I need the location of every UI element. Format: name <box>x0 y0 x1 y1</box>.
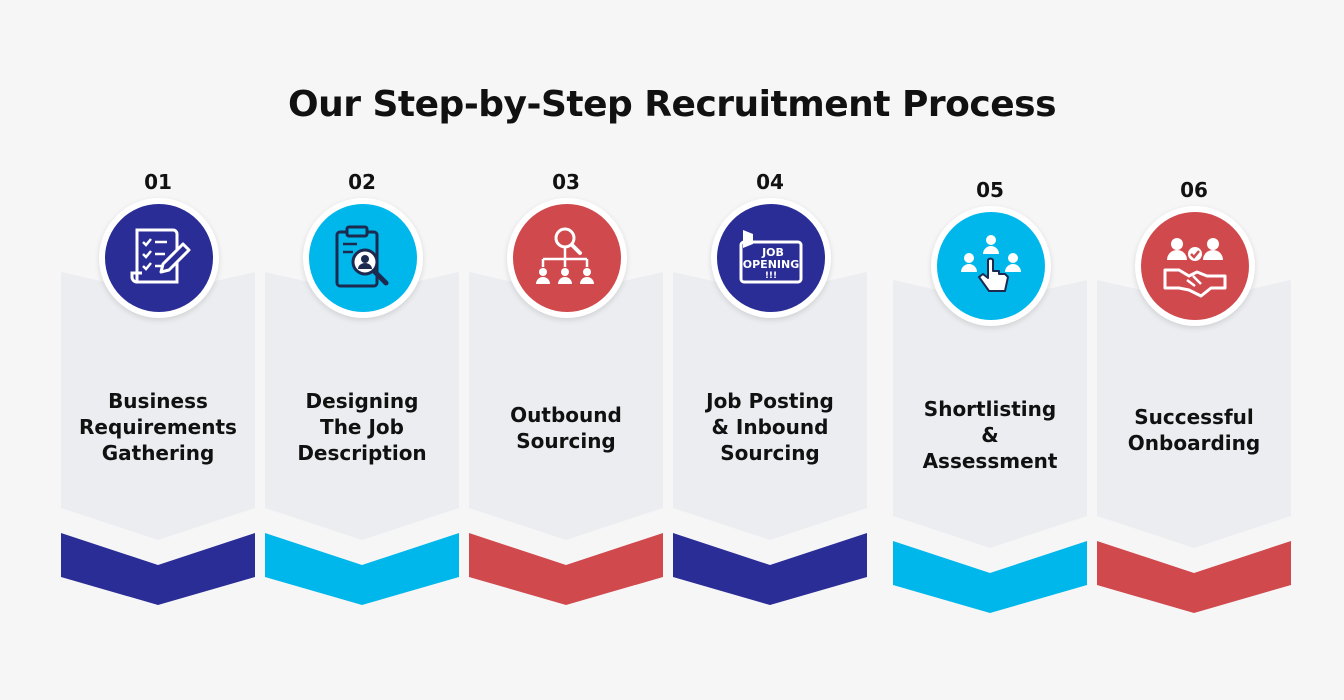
step-label: Job Posting & Inbound Sourcing <box>706 389 834 465</box>
step-number: 02 <box>348 170 376 194</box>
step-icon-badge <box>1135 206 1255 326</box>
step-1: 01 Business Requirements Gathering <box>61 170 255 630</box>
handshake-icon <box>1163 238 1227 298</box>
step-icon-badge <box>303 198 423 318</box>
checklist-pen-icon <box>130 228 191 284</box>
search-network-icon <box>536 227 594 284</box>
step-chevron <box>1097 541 1291 613</box>
step-chevron <box>265 533 459 605</box>
step-chevron <box>673 533 867 605</box>
step-number: 05 <box>976 178 1004 202</box>
step-6: 06 Successful Onboarding <box>1097 178 1291 638</box>
step-icon-badge <box>99 198 219 318</box>
step-3: 03 Outbound Sourcing <box>469 170 663 630</box>
step-4: 04 JOB OPENING !!! Job Posting & Inbound… <box>673 170 867 630</box>
step-chevron <box>61 533 255 605</box>
step-number: 06 <box>1180 178 1208 202</box>
icon-text-job: JOB <box>761 246 784 259</box>
step-icon-badge: JOB OPENING !!! <box>711 198 831 318</box>
clipboard-search-icon <box>335 225 389 288</box>
step-chevron <box>893 541 1087 613</box>
step-label: Successful Onboarding <box>1127 405 1261 455</box>
step-number: 01 <box>144 170 172 194</box>
step-icon-badge <box>507 198 627 318</box>
step-icon-badge <box>931 206 1051 326</box>
step-number: 03 <box>552 170 580 194</box>
step-2: 02 Designing The Job Description <box>265 170 459 630</box>
step-number: 04 <box>756 170 784 194</box>
icon-text-opening: OPENING <box>743 258 799 271</box>
step-5: 05 Shortlisting & Assessment <box>893 178 1087 638</box>
select-candidate-icon <box>961 235 1021 292</box>
page-title: Our Step-by-Step Recruitment Process <box>287 84 1057 125</box>
step-chevron <box>469 533 663 605</box>
step-label: Shortlisting & Assessment <box>922 397 1058 473</box>
step-label: Business Requirements Gathering <box>79 389 237 465</box>
step-label: Outbound Sourcing <box>510 403 622 453</box>
step-label: Designing The Job Description <box>297 389 427 465</box>
icon-text-exclaim: !!! <box>765 271 777 281</box>
job-opening-sign-icon: JOB OPENING !!! <box>739 230 803 284</box>
